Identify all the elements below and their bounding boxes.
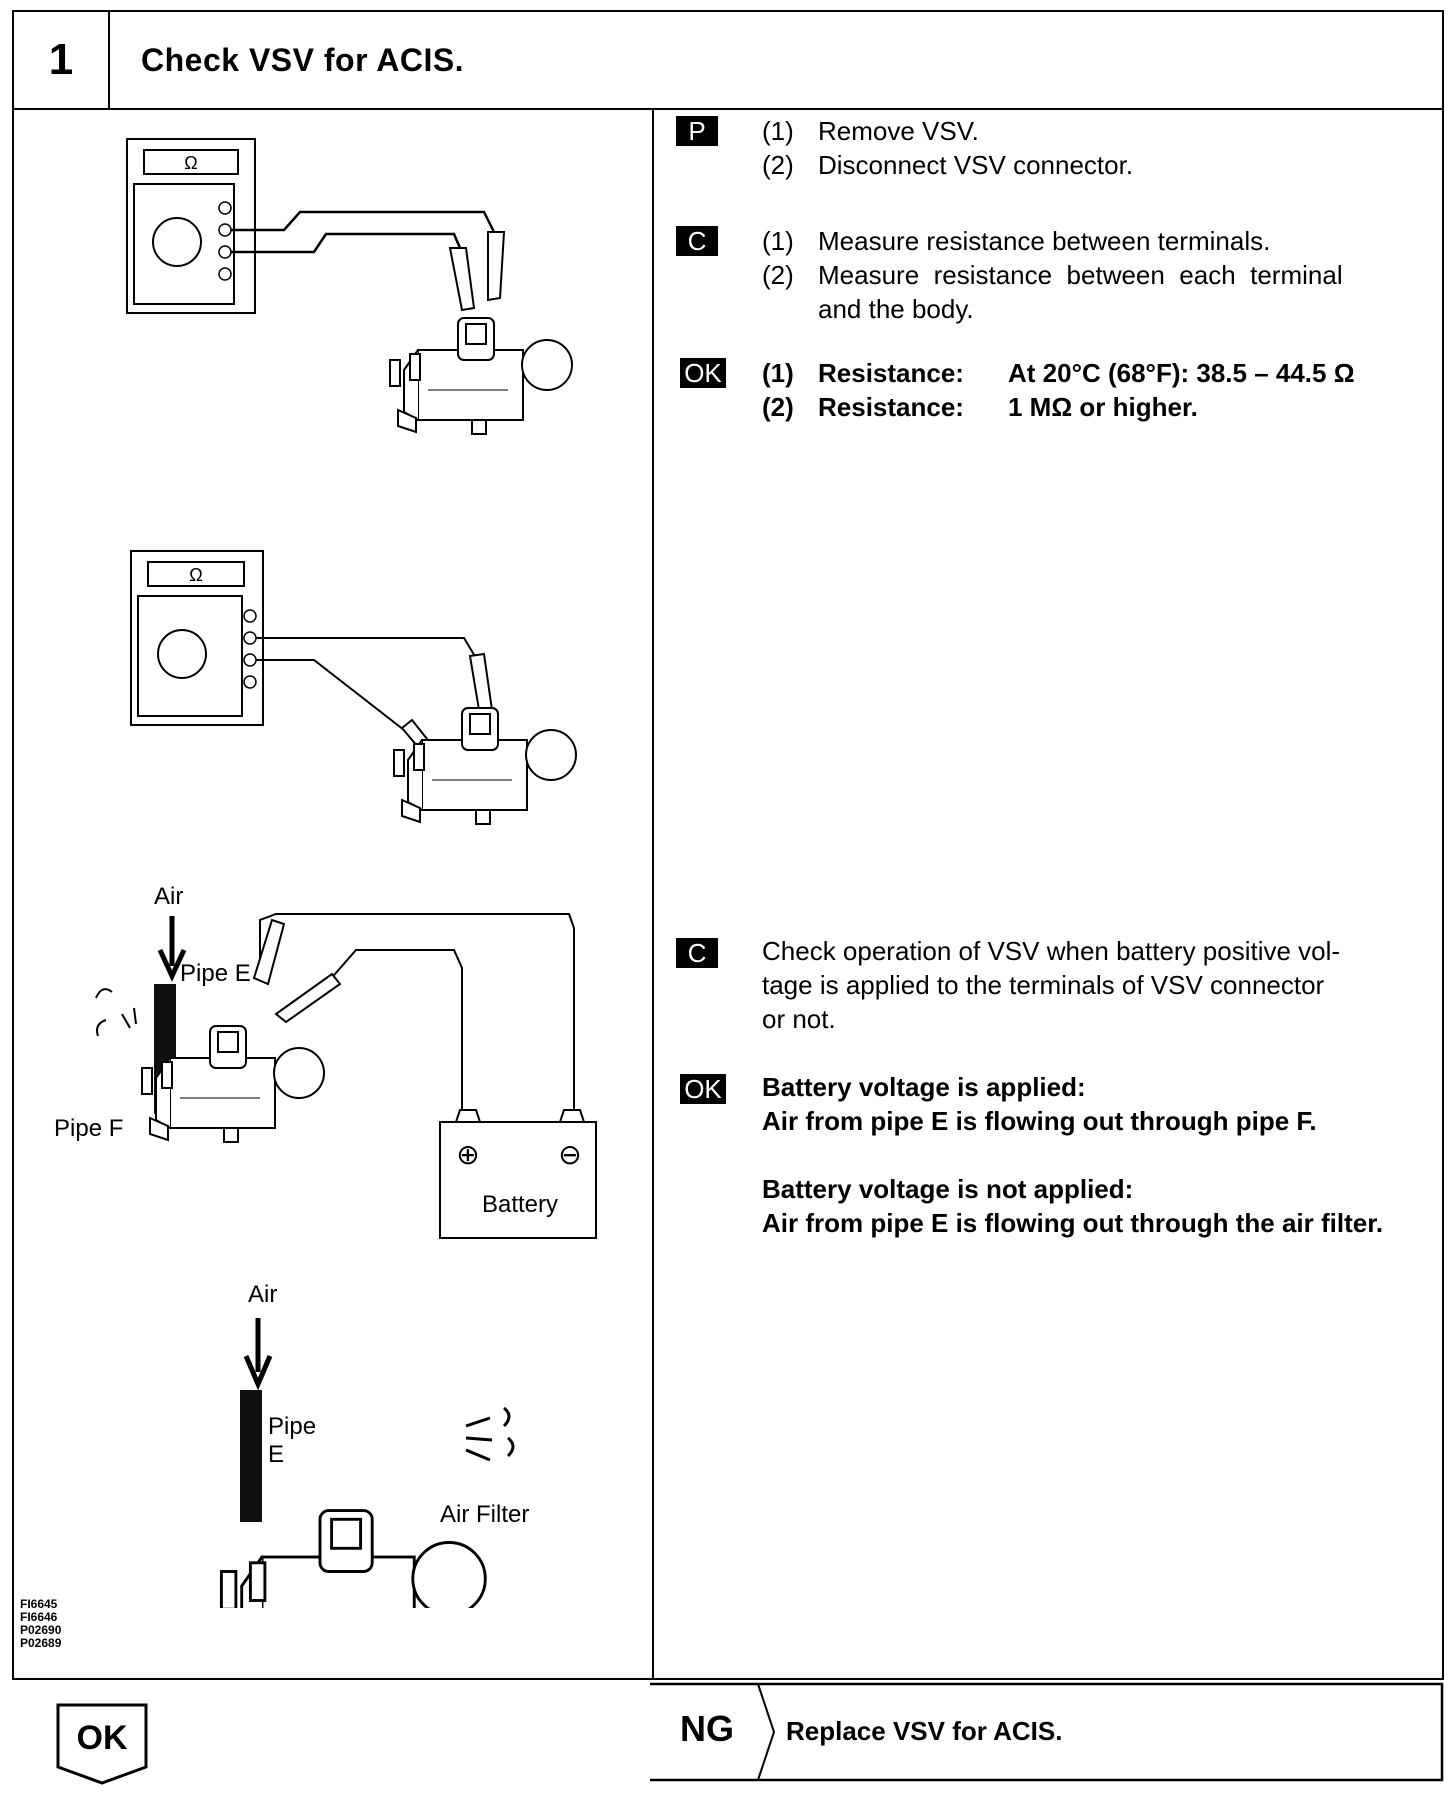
fig3-pipe-e-label: Pipe E [180, 960, 251, 987]
ng-action: Replace VSV for ACIS. [786, 1716, 1063, 1746]
prep-step-1: (1)Remove VSV. [762, 116, 979, 146]
check-step-2-cont: and the body. [818, 294, 974, 324]
figure-codes: FI6645 FI6646 P02690 P02689 [20, 1598, 61, 1650]
check-op-line-1: Check operation of VSV when battery posi… [762, 936, 1341, 966]
ng-box-shape [650, 1682, 1444, 1782]
tag-check-1: C [676, 226, 718, 256]
illustrations-column: Ω Ω [14, 108, 652, 1681]
fig4-air-label: Air [248, 1281, 277, 1308]
meter-2-symbol: Ω [189, 565, 202, 585]
step-header: 1 Check VSV for ACIS. [14, 12, 1442, 110]
figure-2-resistance-body: Ω [130, 550, 577, 825]
illustrations-svg: Ω Ω [54, 138, 597, 1681]
procedure-frame: 1 Check VSV for ACIS. [12, 10, 1444, 1681]
fig4-pipe-label: Pipe [268, 1413, 316, 1440]
tag-ok-2: OK [680, 1074, 726, 1104]
tag-preparation: P [676, 116, 718, 146]
fig4-filter-label: Air Filter [440, 1501, 529, 1528]
fig4-pipe-letter: E [268, 1441, 284, 1468]
figure-4-battery-not-applied: Air Pipe E Air Filter [219, 1281, 529, 1681]
ng-result-box[interactable]: NG Replace VSV for ACIS. [650, 1682, 1444, 1782]
ok-result-line-4: Battery voltage is not applied: [762, 1174, 1134, 1204]
step-number: 1 [14, 12, 110, 108]
figure-code: FI6645 [20, 1597, 58, 1611]
battery [439, 1121, 597, 1239]
tag-ok-1: OK [680, 358, 726, 388]
ok-result-line-1: Battery voltage is applied: [762, 1072, 1086, 1102]
battery-label: Battery [482, 1191, 558, 1218]
ok-result-line-5: Air from pipe E is flowing out through t… [762, 1208, 1384, 1238]
check-step-1: (1)Measure resistance between terminals. [762, 226, 1271, 256]
ok-spec-2: (2)Resistance:1 MΩ or higher. [762, 392, 1198, 422]
fig3-air-label: Air [154, 883, 183, 910]
prep-step-2: (2)Disconnect VSV connector. [762, 150, 1134, 180]
battery-minus: ⊖ [558, 1138, 581, 1171]
figure-code: FI6646 [20, 1610, 58, 1624]
ok-result-box[interactable]: OK [54, 1703, 150, 1785]
fig3-pipe-f-label: Pipe F [54, 1115, 123, 1142]
ok-label: OK [76, 1719, 128, 1757]
ok-arrow-shape [56, 1703, 148, 1785]
ok-spec-1: (1)Resistance:At 20°C (68°F): 38.5 – 44.… [762, 358, 1355, 388]
battery-plus: ⊕ [456, 1138, 479, 1171]
check-op-line-3: or not. [762, 1004, 836, 1034]
meter-1-symbol: Ω [184, 153, 197, 173]
figure-code: P02690 [20, 1623, 62, 1637]
check-step-2: (2)Measure resistance between each termi… [762, 260, 1343, 290]
ng-label: NG [680, 1708, 734, 1749]
ok-result-line-2: Air from pipe E is flowing out through p… [762, 1106, 1317, 1136]
figure-1-resistance-terminals: Ω [126, 138, 573, 435]
figure-3-battery-applied: Air Pipe E Pipe F ⊕ ⊖ Battery [54, 883, 597, 1239]
column-divider [652, 108, 654, 1680]
step-title: Check VSV for ACIS. [141, 42, 465, 78]
pipe-e-tube-2 [240, 1390, 262, 1522]
tag-check-2: C [676, 938, 718, 968]
check-op-line-2: tage is applied to the terminals of VSV … [762, 970, 1325, 1000]
figure-code: P02689 [20, 1636, 62, 1650]
